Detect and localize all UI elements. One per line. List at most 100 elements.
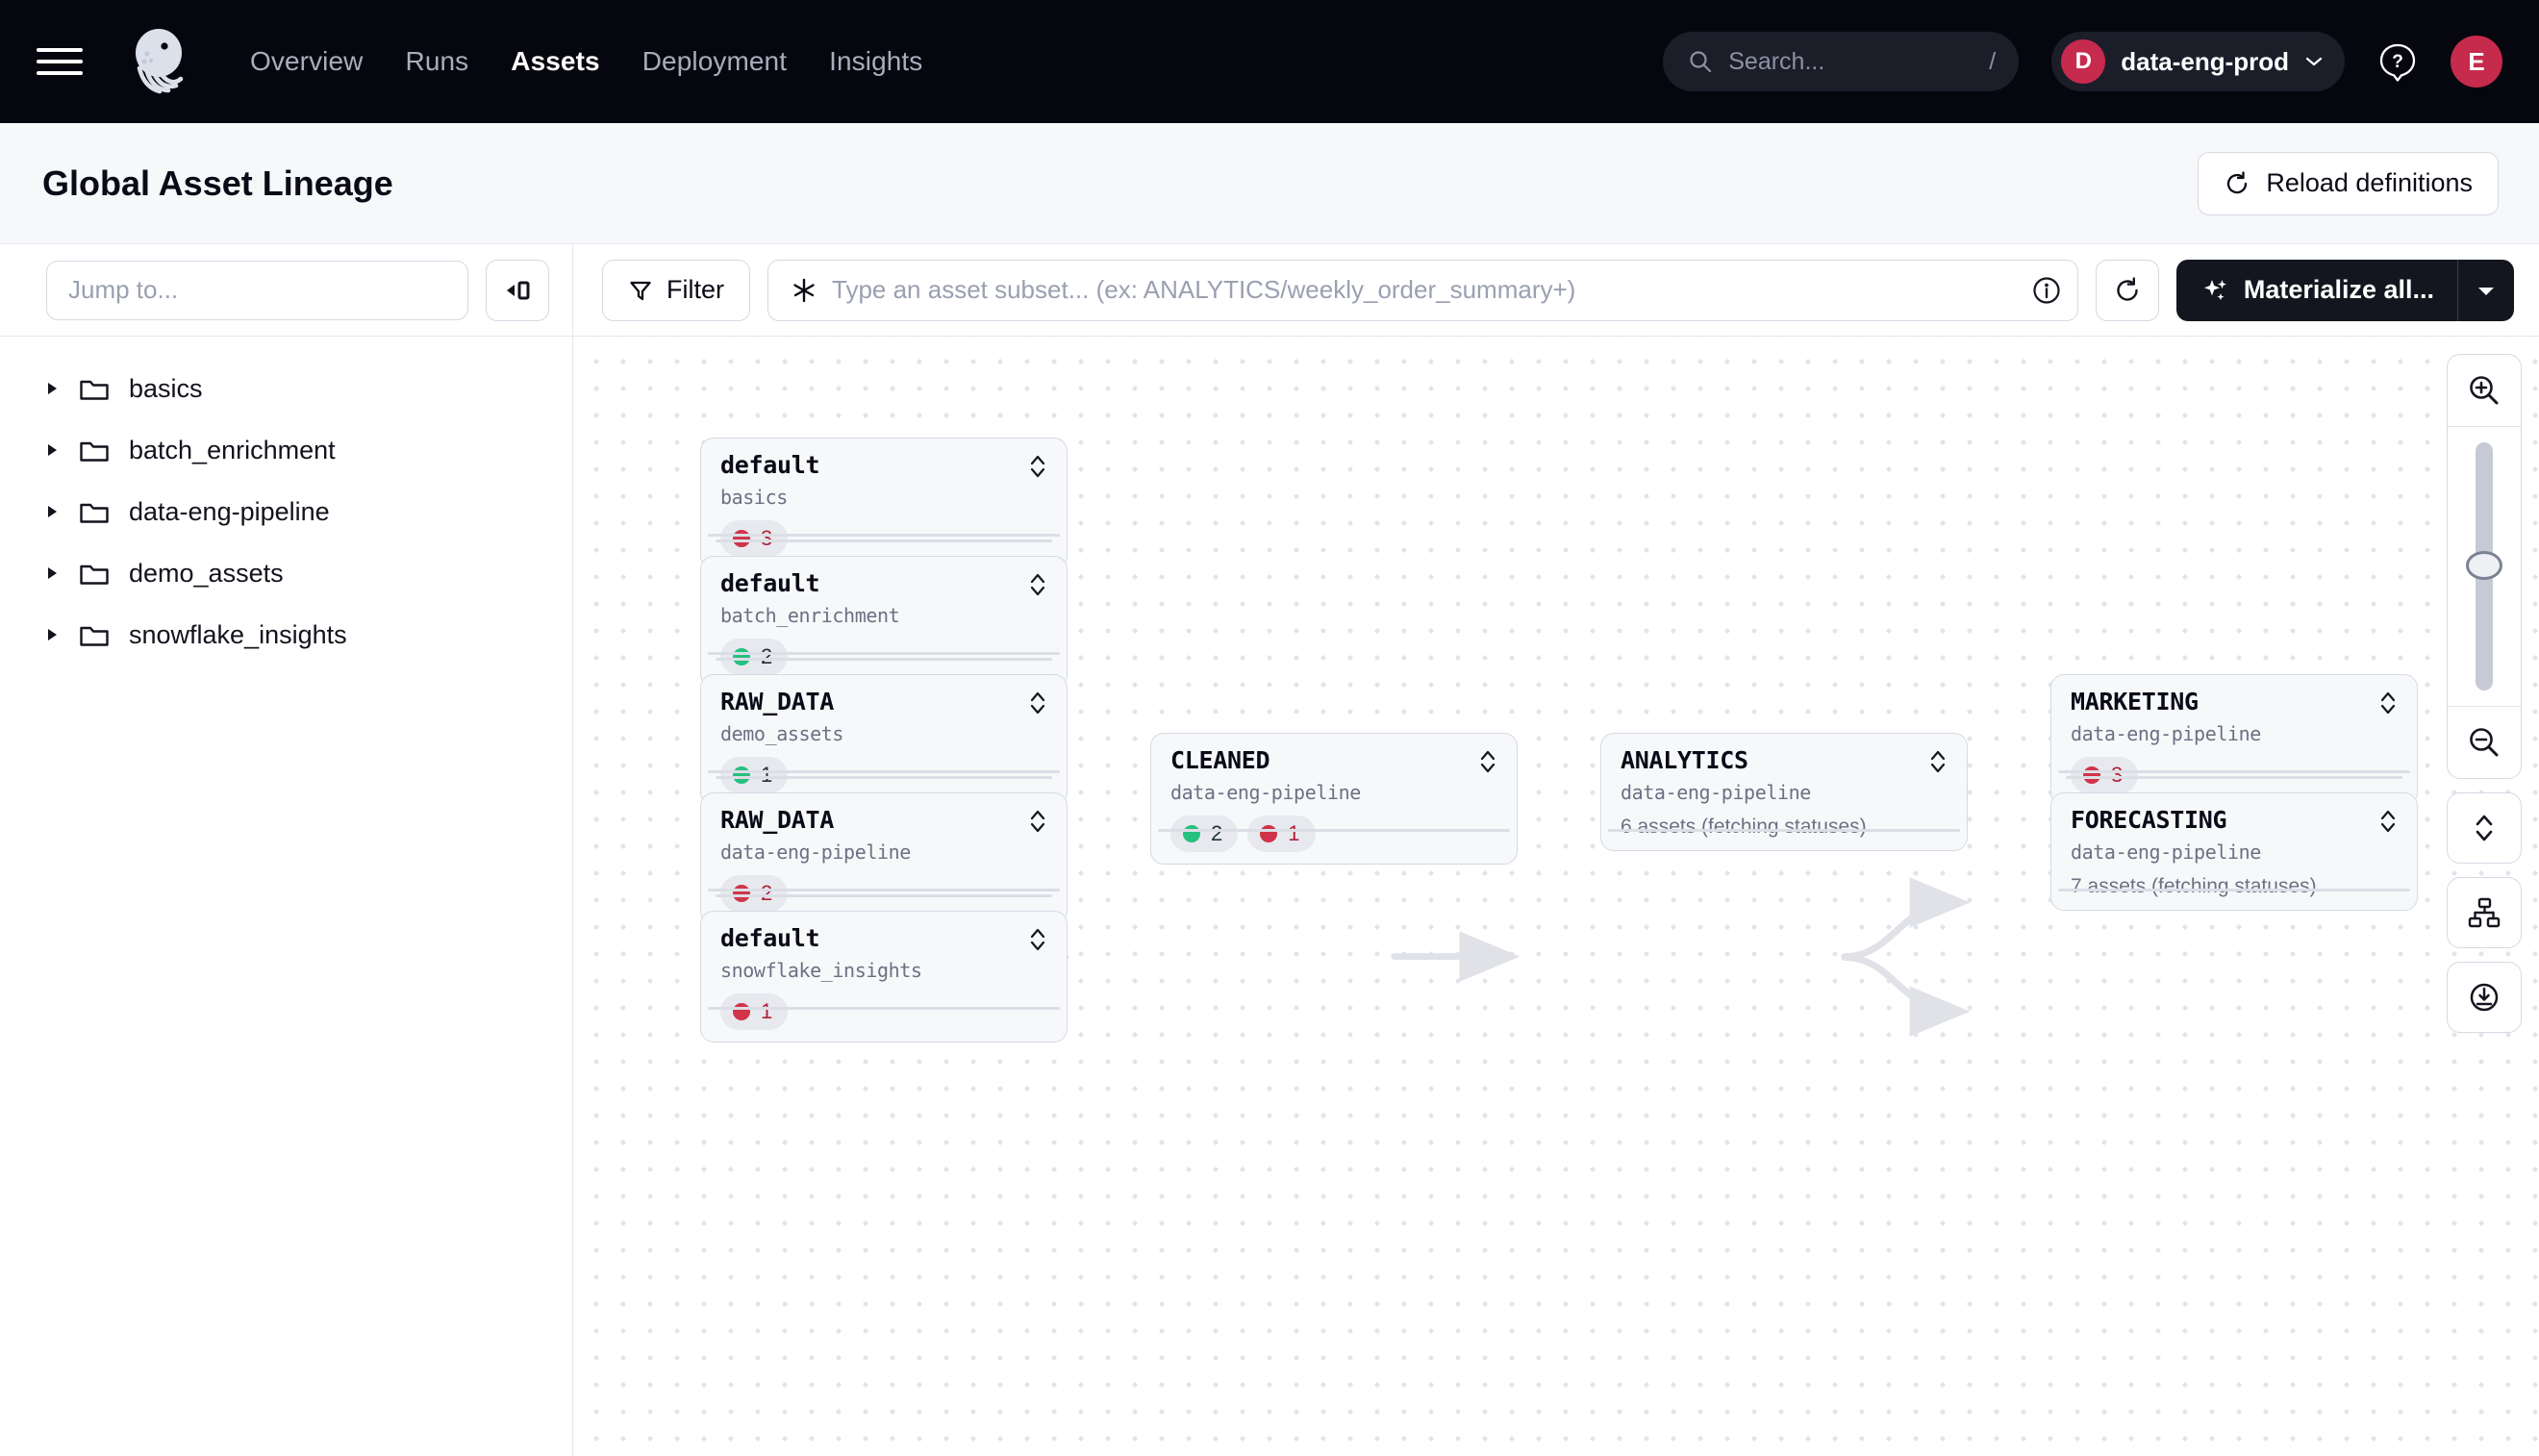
status-count: 1 [1288,821,1300,845]
expand-collapse-icon[interactable] [1028,807,1047,836]
asset-group-node[interactable]: MARKETING data-eng-pipeline 3 [2050,674,2418,806]
expand-collapse-icon[interactable] [2378,689,2398,717]
collapse-panel-button[interactable] [486,259,549,321]
node-header: MARKETING [2071,689,2398,717]
layout-direction-button[interactable] [2447,877,2522,948]
node-title: FORECASTING [2071,806,2227,834]
sidebar-item-demo-assets[interactable]: demo_assets [0,542,572,604]
global-search-box[interactable]: Search... / [1663,32,2020,91]
expand-collapse-icon [2476,815,2493,841]
edge-analytics-to-marketing [1841,877,1971,961]
node-subtitle: basics [720,486,788,509]
status-badge-success[interactable]: 2 [720,639,789,675]
status-badge-failed[interactable]: 3 [2071,757,2139,793]
materialize-all-button[interactable]: Materialize all... [2175,259,2514,321]
asset-subset-input[interactable] [832,275,2031,305]
sidebar-item-snowflake-insights[interactable]: snowflake_insights [0,604,572,665]
folder-icon [80,441,109,462]
folder-icon [80,565,109,585]
search-placeholder: Search... [1728,47,1825,75]
top-nav-right-cluster: Search... / D data-eng-prod ? E [1663,32,2502,91]
expand-collapse-icon[interactable] [1028,570,1047,599]
expand-collapse-icon[interactable] [1028,689,1047,717]
page-body: basics batch_enrichment data-eng-pipelin… [0,244,2539,1456]
status-badge-success[interactable]: 1 [720,757,789,793]
sidebar-item-batch-enrichment[interactable]: batch_enrichment [0,419,572,481]
zoom-in-button[interactable] [2448,355,2521,426]
asset-group-node[interactable]: RAW_DATA demo_assets 1 [700,674,1068,806]
materialize-dropdown-button[interactable] [2458,260,2514,321]
sidebar-item-data-eng-pipeline[interactable]: data-eng-pipeline [0,481,572,542]
divider [2448,706,2521,707]
info-circle-icon[interactable] [2031,275,2062,306]
status-badge-failed[interactable]: 2 [720,875,789,912]
user-avatar[interactable]: E [2451,36,2502,88]
reload-definitions-button[interactable]: Reload definitions [2198,151,2499,215]
deployment-selector[interactable]: D data-eng-prod [2051,32,2345,91]
deployment-badge: D [2061,39,2106,84]
zoom-slider[interactable] [2448,427,2521,706]
node-stack-shadow [2066,776,2402,779]
lineage-graph-canvas[interactable]: default basics 3 [573,337,2539,1456]
expand-collapse-all-button[interactable] [2447,792,2522,864]
filter-button[interactable]: Filter [602,259,750,321]
refresh-graph-button[interactable] [2095,259,2159,321]
materialize-all-label: Materialize all... [2243,275,2434,304]
status-badge-failed[interactable]: 1 [720,993,789,1030]
chevron-right-icon[interactable] [44,565,60,582]
nav-link-insights[interactable]: Insights [829,46,923,76]
sparkle-icon [2203,279,2226,300]
lineage-toolbar: Filter [573,244,2539,337]
expand-collapse-icon[interactable] [1478,747,1497,776]
chevron-right-icon[interactable] [44,626,60,643]
zoom-out-button[interactable] [2448,707,2521,778]
caret-down-icon [2478,287,2494,295]
asset-group-node[interactable]: FORECASTING data-eng-pipeline 7 assets (… [2050,792,2418,911]
folder-icon [80,503,109,523]
page-title: Global Asset Lineage [42,163,393,203]
sidebar-item-label: batch_enrichment [129,435,336,464]
zoom-slider-thumb[interactable] [2466,551,2502,580]
nav-link-runs[interactable]: Runs [405,46,469,76]
asset-group-node[interactable]: default batch_enrichment 2 [700,556,1068,688]
dagster-logo-icon[interactable] [123,24,198,99]
hamburger-menu-icon[interactable] [35,42,85,81]
expand-collapse-icon[interactable] [1928,747,1948,776]
asset-group-node[interactable]: default snowflake_insights 1 [700,911,1068,1042]
status-badge-failed[interactable]: 1 [1247,816,1316,852]
zoom-to-fit-button[interactable] [2447,962,2522,1033]
asset-group-node[interactable]: default basics 3 [700,438,1068,569]
chevron-right-icon[interactable] [44,441,60,459]
asset-group-node[interactable]: CLEANED data-eng-pipeline 2 1 [1150,733,1518,865]
node-header: RAW_DATA [720,689,1047,717]
expand-collapse-icon[interactable] [1028,452,1047,481]
chevron-right-icon[interactable] [44,380,60,397]
status-badge-failed[interactable]: 3 [720,520,789,557]
search-icon [1690,51,1712,73]
nav-link-assets[interactable]: Assets [511,46,600,76]
sidebar-item-basics[interactable]: basics [0,358,572,419]
help-circle-icon[interactable]: ? [2377,41,2418,82]
chevron-right-icon[interactable] [44,503,60,520]
expand-collapse-icon[interactable] [2378,807,2398,836]
node-header: default [720,570,1047,599]
jump-to-input[interactable] [46,260,468,320]
node-header: CLEANED [1170,747,1497,776]
expand-collapse-icon[interactable] [1028,925,1047,954]
materialize-all-main[interactable]: Materialize all... [2176,260,2457,321]
search-shortcut-hint: / [1989,47,1997,75]
node-header: default [720,452,1047,481]
nav-link-deployment[interactable]: Deployment [641,46,788,76]
node-stack-shadow [708,889,1060,891]
status-badge-success[interactable]: 2 [1170,816,1239,852]
nav-link-overview[interactable]: Overview [250,46,364,76]
node-status-pills: 3 [720,520,1047,557]
materialize-separator [2457,259,2458,321]
top-navigation-bar: Overview Runs Assets Deployment Insights… [0,0,2539,123]
collapse-panel-icon [507,281,530,299]
asset-group-node[interactable]: RAW_DATA data-eng-pipeline 2 [700,792,1068,924]
node-stack-shadow [708,652,1060,655]
funnel-icon [630,281,651,300]
asset-subset-field[interactable] [767,259,2078,321]
asset-group-node[interactable]: ANALYTICS data-eng-pipeline 6 assets (fe… [1600,733,1968,851]
